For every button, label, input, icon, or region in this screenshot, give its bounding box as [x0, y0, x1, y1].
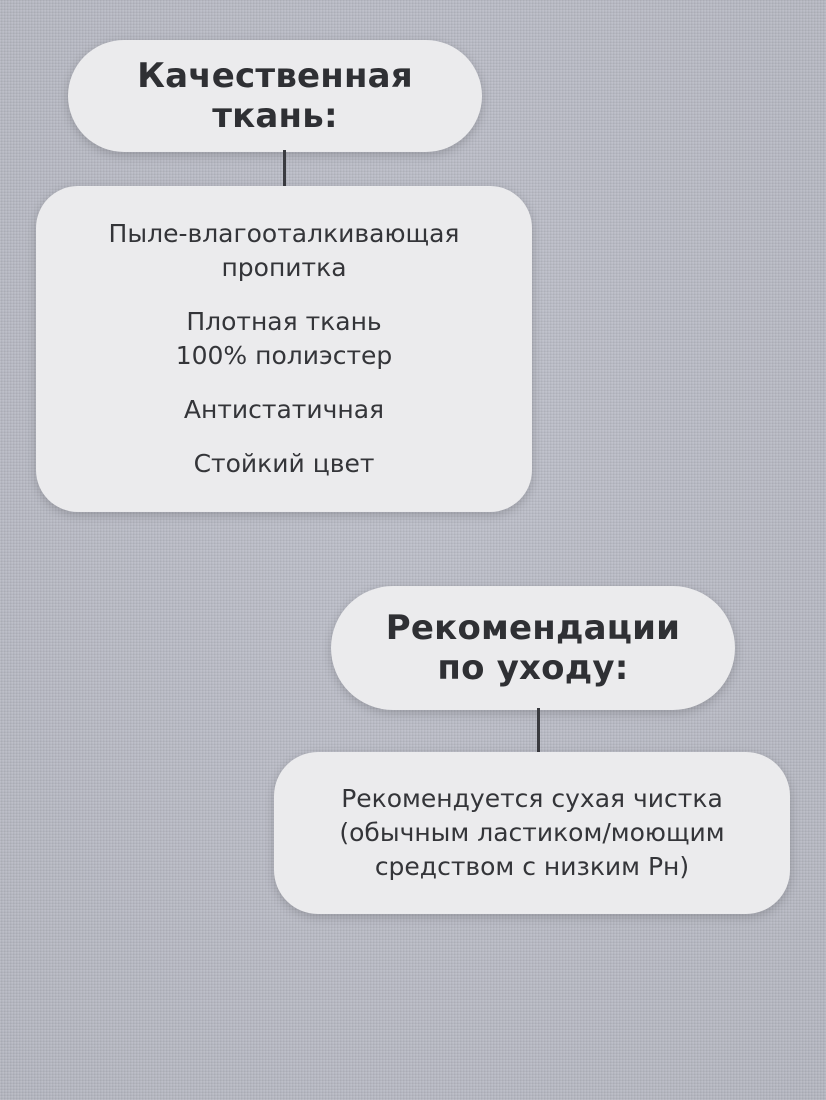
feature-item: Антистатичная [184, 393, 384, 427]
feature-line: 100% полиэстер [175, 341, 393, 370]
feature-line: Пыле-влагооталкивающая [108, 219, 460, 248]
quality-title-line: Качественная [137, 56, 413, 96]
feature-line: Антистатичная [183, 395, 385, 424]
quality-title-line: ткань: [212, 96, 338, 136]
care-instructions-text: Рекомендуется сухая чистка (обычным ласт… [339, 782, 724, 884]
care-line: Рекомендуется сухая чистка [341, 784, 723, 813]
care-instructions-box: Рекомендуется сухая чистка (обычным ласт… [274, 752, 790, 914]
quality-features-box: Пыле-влагооталкивающая пропитка Плотная … [36, 186, 532, 512]
care-title-line: Рекомендации [385, 608, 681, 648]
feature-line: Плотная ткань [186, 307, 382, 336]
care-line: (обычным ластиком/моющим [339, 818, 725, 847]
feature-item: Стойкий цвет [194, 447, 375, 481]
feature-line: Стойкий цвет [193, 449, 375, 478]
feature-item: Пыле-влагооталкивающая пропитка [109, 217, 460, 285]
quality-title-pill: Качественная ткань: [68, 40, 482, 152]
care-line: средством с низким Рн) [374, 852, 690, 881]
feature-item: Плотная ткань 100% полиэстер [176, 305, 393, 373]
feature-line: пропитка [221, 253, 347, 282]
care-title: Рекомендации по уходу: [386, 608, 680, 688]
care-title-pill: Рекомендации по уходу: [331, 586, 735, 710]
care-title-line: по уходу: [437, 648, 629, 688]
quality-connector-line [283, 150, 286, 204]
quality-title: Качественная ткань: [137, 56, 413, 136]
care-connector-line [537, 708, 540, 760]
